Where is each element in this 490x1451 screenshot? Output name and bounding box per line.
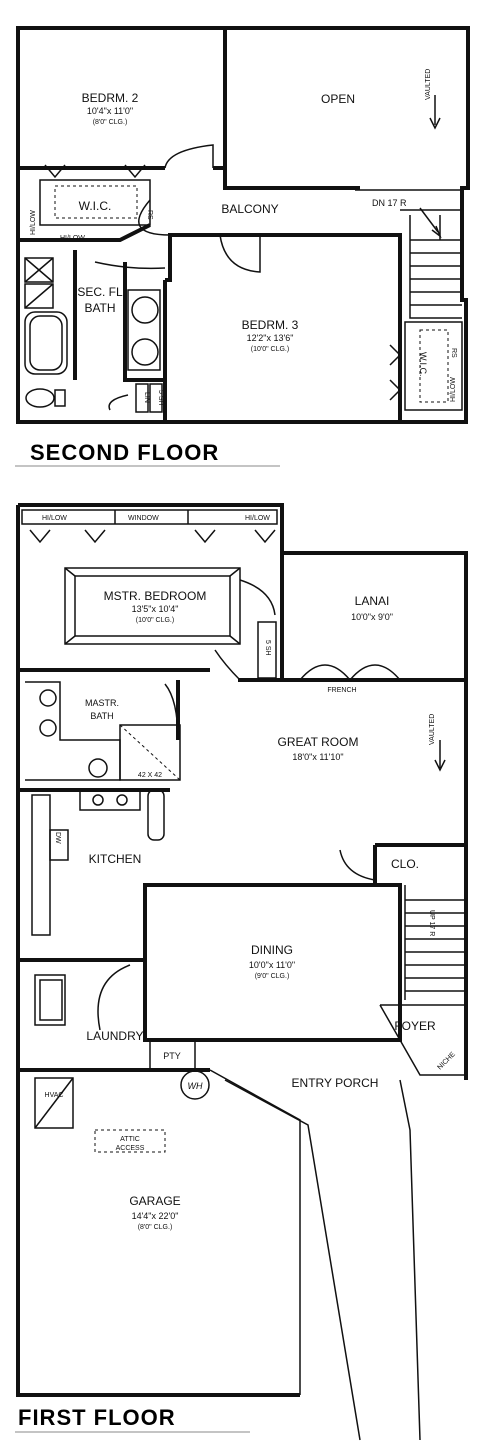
hilow-a-label: HI/LOW (42, 515, 67, 522)
toilet-icon (88, 758, 108, 778)
window-label: WINDOW (128, 515, 159, 522)
vaulted-label: VAULTED (425, 69, 432, 100)
bedrm2-ceiling: (8'0" CLG.) (93, 119, 128, 126)
hilow-b-label: HI/LOW (245, 515, 270, 522)
rs-label: RS (146, 210, 153, 220)
stair-label: DN 17 R (372, 198, 407, 208)
kitchen-label: KITCHEN (89, 852, 142, 866)
water-heater-icon (180, 1070, 210, 1100)
mstr-bedroom-ceiling: (10'0" CLG.) (136, 617, 174, 624)
sec-bath-label-2: BATH (84, 301, 115, 315)
laundry-label: LAUNDRY (86, 1029, 143, 1043)
washer-icon (39, 979, 63, 1021)
lanai-label: LANAI (355, 594, 390, 608)
niche-label: NICHE (436, 1051, 457, 1072)
attic-label-1: ATTIC (120, 1136, 140, 1143)
sink-icon (92, 794, 104, 806)
sink-icon (131, 338, 159, 366)
window-icon (24, 257, 54, 283)
sink-icon (116, 794, 128, 806)
great-room-label: GREAT ROOM (278, 735, 359, 749)
bedrm3-size: 12'2"x 13'6" (247, 333, 294, 343)
first-floor-heading: FIRST FLOOR (18, 1405, 176, 1430)
balcony-label: BALCONY (221, 202, 278, 216)
closet-label: CLO. (391, 857, 419, 871)
toilet-icon (25, 388, 55, 408)
hvac-label: HVAC (45, 1092, 64, 1099)
attic-label-2: ACCESS (116, 1145, 145, 1152)
sink-icon (39, 689, 57, 707)
mstr-bedroom-label: MSTR. BEDROOM (104, 589, 207, 603)
bedrm2-label: BEDRM. 2 (82, 91, 139, 105)
french-label: FRENCH (327, 687, 356, 694)
shower-label: 42 X 42 (138, 772, 162, 779)
5sh-label: 5 SH (157, 390, 164, 406)
shower-icon (119, 724, 181, 781)
entry-porch-label: ENTRY PORCH (292, 1076, 379, 1090)
sec-bath-label-1: SEC. FL (77, 285, 123, 299)
hilow-right-label: HI/LOW (450, 377, 457, 402)
second-floor-stair-treads (410, 239, 462, 306)
foyer-label: FOYER (394, 1019, 436, 1033)
open-label: OPEN (321, 92, 355, 106)
rs2-label: RS (450, 348, 457, 358)
second-floor-heading: SECOND FLOOR (30, 440, 219, 465)
vaulted-label-first: VAULTED (429, 714, 436, 745)
bedrm3-label: BEDRM. 3 (242, 318, 299, 332)
wic-label: W.I.C. (79, 199, 112, 213)
lanai-size: 10'0"x 9'0" (351, 612, 393, 622)
pantry-label: PTY (163, 1051, 181, 1061)
sink-icon (39, 719, 57, 737)
hilow-bottom-label: HI/LOW (60, 235, 85, 242)
linen-label: LIN (143, 392, 150, 403)
second-floor-plan: BEDRM. 2 10'4"x 11'0" (8'0" CLG.) OPEN V… (15, 26, 470, 467)
5sh-label-first: 5 SH (264, 640, 271, 656)
mastr-bath-label-1: MASTR. (85, 698, 119, 708)
garage-label: GARAGE (129, 1194, 180, 1208)
dining-size: 10'0"x 11'0" (249, 960, 295, 970)
first-floor-stair-treads (405, 899, 466, 992)
great-room-size: 18'0"x 11'10" (292, 752, 343, 762)
bedrm3-ceiling: (10'0" CLG.) (251, 346, 289, 353)
bathtub-icon (24, 311, 68, 375)
sink-icon (131, 296, 159, 324)
garage-ceiling: (8'0" CLG.) (138, 1224, 173, 1231)
mstr-bedroom-size: 13'5"x 10'4" (132, 604, 179, 614)
dw-label: DW (54, 832, 61, 844)
dining-ceiling: (9'0" CLG.) (255, 973, 290, 980)
wic2-label: W.I.C. (418, 352, 428, 377)
water-heater-label: WH (188, 1081, 203, 1091)
garage-size: 14'4"x 22'0" (132, 1211, 179, 1221)
bedrm2-size: 10'4"x 11'0" (87, 106, 133, 116)
first-floor-plan: HI/LOW WINDOW HI/LOW MSTR. BEDROOM 13'5"… (15, 503, 468, 1441)
hilow-left-label: HI/LOW (30, 210, 37, 235)
mastr-bath-label-2: BATH (90, 711, 113, 721)
dining-label: DINING (251, 943, 293, 957)
stair-label-first: UP 17 R (428, 910, 435, 936)
